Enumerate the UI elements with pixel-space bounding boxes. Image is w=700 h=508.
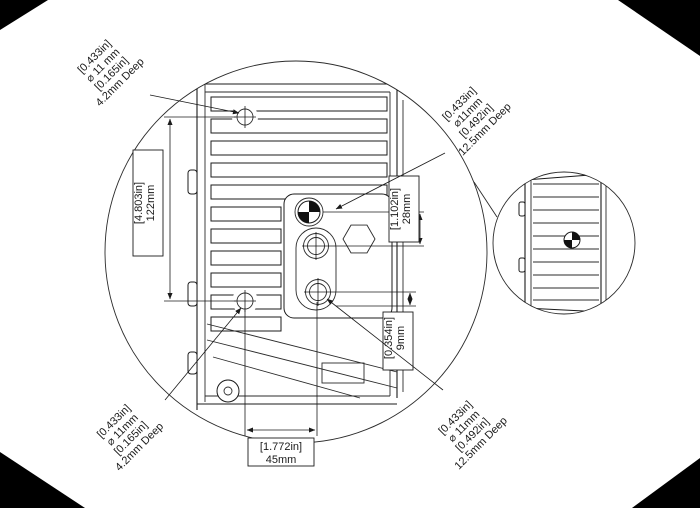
dimension-width-45: [1.772in] 45mm xyxy=(244,302,318,467)
overview-circle xyxy=(492,171,636,315)
tab xyxy=(187,281,198,307)
mounting-hole-center-top xyxy=(302,232,330,260)
dimension-height-122: [4.803in] 122mm xyxy=(132,116,236,302)
mounting-hole-bottom-left xyxy=(232,288,258,314)
leader-lines xyxy=(149,94,446,401)
overview-datum-target xyxy=(563,231,581,249)
side-tabs xyxy=(187,169,198,375)
dimension-spacing-28: [1.102in] 28mm xyxy=(323,175,424,247)
mounting-hole-center-bottom xyxy=(304,278,332,306)
part-side-view xyxy=(187,62,404,410)
bottom-bracket xyxy=(321,362,365,384)
heatsink-fins xyxy=(210,96,388,332)
fin xyxy=(210,206,282,222)
annotation-bottom-left: [0.433in] ⌀ 11mm [0.165in] 4.2mm Deep xyxy=(95,402,166,473)
detail-connector-line xyxy=(473,181,498,218)
tab xyxy=(518,201,526,217)
leader-top-left xyxy=(149,94,240,115)
leader-top-right xyxy=(335,152,446,210)
annotation-top-left: [0.433in] ⌀ 11 mm [0.165in] 4.2mm Deep xyxy=(76,38,147,109)
fin xyxy=(210,272,282,288)
fin xyxy=(210,250,282,266)
dimension-spacing-9: [0.354in] 9mm xyxy=(332,291,416,371)
leader-bottom-right xyxy=(326,298,444,391)
corner-artifact-top-left xyxy=(0,0,48,30)
fin xyxy=(210,140,388,156)
corner-artifact-top-right xyxy=(618,0,700,56)
tab xyxy=(187,169,198,195)
annotation-bottom-right: [0.433in] ⌀ 11mm [0.492in] 12.5mm Deep xyxy=(437,399,510,472)
lower-housing xyxy=(206,323,398,403)
mounting-plate xyxy=(283,193,393,319)
leader-bottom-left xyxy=(164,307,242,401)
part-overview xyxy=(518,172,607,313)
tab xyxy=(187,351,198,375)
fin xyxy=(210,316,282,332)
dim-28-line-1: [1.102in] xyxy=(389,188,401,230)
annotation-top-right: [0.433in] ⌀11mm [0.492in] 12.5mm Deep xyxy=(440,85,513,158)
dim-height-line-2: 122mm xyxy=(145,185,157,222)
datum-target-symbol xyxy=(294,197,324,227)
overview-fins xyxy=(533,183,599,301)
fin xyxy=(210,162,388,178)
dim-9-line-2: 9mm xyxy=(395,326,407,350)
fin xyxy=(210,228,282,244)
tab xyxy=(518,257,526,273)
foot-circle-inner xyxy=(223,386,233,396)
foot-circle xyxy=(216,379,240,403)
dim-9-line-1: [0.354in] xyxy=(383,317,395,359)
dim-45-line-1: [1.772in] xyxy=(260,441,302,453)
dim-45-line-2: 45mm xyxy=(266,454,297,466)
dim-height-line-1: [4.803in] xyxy=(133,182,145,224)
slot-outline xyxy=(295,227,337,311)
dim-28-line-2: 28mm xyxy=(401,194,413,225)
corner-artifact-bottom-left xyxy=(0,452,85,508)
corner-artifact-bottom-right xyxy=(632,458,700,508)
hex-boss xyxy=(342,224,376,254)
fin xyxy=(210,96,388,112)
